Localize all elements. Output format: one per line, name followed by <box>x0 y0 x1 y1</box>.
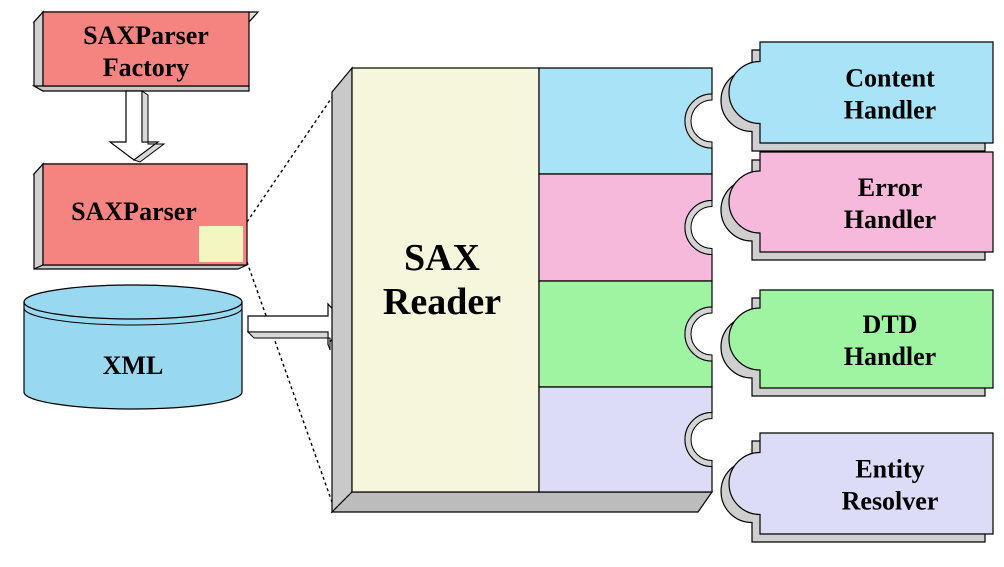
content-label-line2: Handler <box>844 96 936 125</box>
factory-face <box>42 11 250 87</box>
socket-entity <box>538 386 713 493</box>
reader-sockets <box>538 67 713 493</box>
zoom-dotted-lines <box>246 67 353 506</box>
socket-dtd <box>538 280 713 388</box>
factory-label-line1: SAXParser <box>83 21 209 50</box>
dtd-label-line2: Handler <box>844 342 936 371</box>
parser-reader-tab <box>199 226 243 262</box>
xml-to-reader-arrow <box>246 302 347 351</box>
xml-label: XML <box>103 351 164 380</box>
dtd-handler: DTD Handler <box>720 289 994 397</box>
parser-label: SAXParser <box>71 197 197 226</box>
content-label-line1: Content <box>845 64 935 93</box>
factory-label-line2: Factory <box>103 53 190 82</box>
saxparser-box: SAXParser <box>32 162 249 270</box>
error-label-line1: Error <box>858 173 923 202</box>
reader-spine <box>351 67 540 493</box>
reader-label-line2: Reader <box>383 281 501 323</box>
factory-to-parser-arrow <box>108 90 166 163</box>
sax-reader-block: SAX Reader <box>330 66 714 514</box>
socket-content <box>538 67 713 175</box>
entity-label-line2: Resolver <box>842 487 939 516</box>
xml-cylinder: XML <box>23 284 243 410</box>
socket-error <box>538 173 713 282</box>
handler-pieces: ContentHandlerErrorHandlerDTDHandlerEnti… <box>720 41 994 543</box>
reader-label-line1: SAX <box>404 237 480 279</box>
dtd-label-line1: DTD <box>863 310 918 339</box>
saxparser-factory-box: SAXParser Factory <box>31 10 260 93</box>
entity-label-line1: Entity <box>855 455 924 484</box>
error-label-line2: Handler <box>844 205 936 234</box>
